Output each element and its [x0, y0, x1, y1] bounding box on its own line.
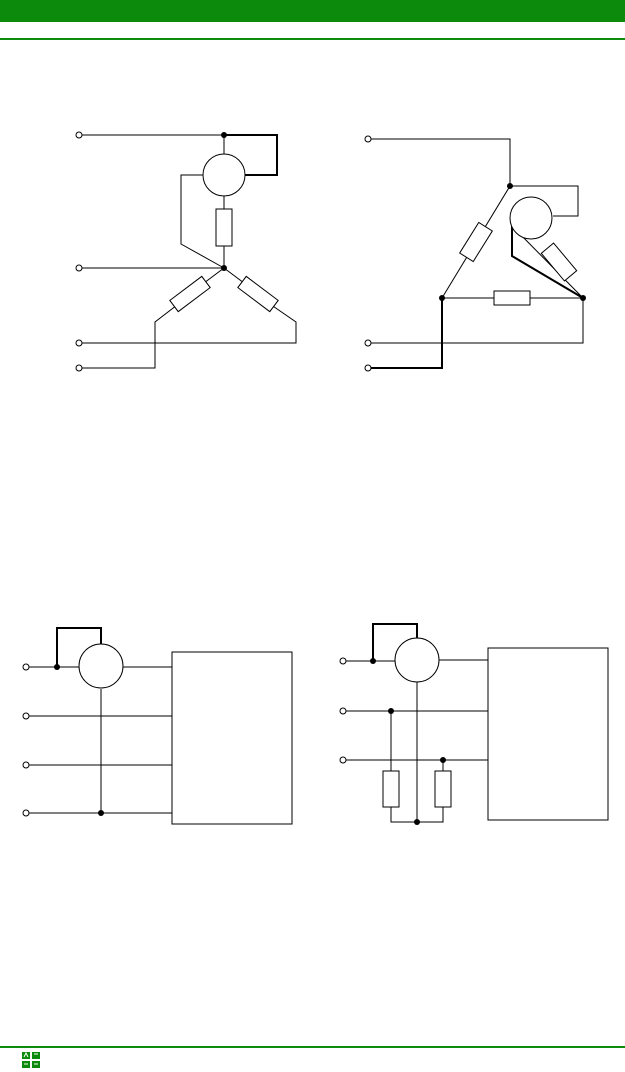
- terminal: [22, 712, 30, 720]
- resistor: [493, 290, 531, 306]
- junction-node: [439, 295, 445, 301]
- terminal: [75, 364, 83, 372]
- header-bar: [0, 0, 625, 22]
- terminal: [75, 131, 83, 139]
- terminal: [364, 364, 372, 372]
- junction-node: [54, 664, 60, 670]
- terminal: [364, 135, 372, 143]
- terminal: [339, 707, 347, 715]
- terminal: [339, 657, 347, 665]
- junction-node: [440, 757, 446, 763]
- load-block: [171, 651, 293, 825]
- resistor: [169, 275, 211, 313]
- delta-circuit: [364, 135, 586, 372]
- terminal: [75, 339, 83, 347]
- meter: [78, 643, 124, 689]
- terminal: [22, 761, 30, 769]
- resistor: [458, 221, 494, 263]
- junction-node: [580, 295, 586, 301]
- meter: [202, 153, 246, 197]
- meter: [394, 637, 440, 683]
- resistor: [215, 208, 233, 247]
- block-meter-circuit: [22, 627, 293, 825]
- star-circuit: [75, 131, 297, 372]
- meter: [509, 196, 553, 240]
- junction-node: [507, 183, 513, 189]
- junction-node: [414, 819, 420, 825]
- header-rule: [0, 38, 625, 40]
- terminal: [22, 809, 30, 817]
- resistor: [237, 275, 279, 313]
- junction-node: [370, 658, 376, 664]
- resistor: [540, 242, 578, 282]
- terminal: [339, 756, 347, 764]
- junction-node: [98, 810, 104, 816]
- university-logo-icon: [22, 1052, 40, 1068]
- footer-rule: [0, 1046, 625, 1048]
- junction-node: [221, 265, 227, 271]
- terminal: [22, 663, 30, 671]
- load-block: [487, 647, 609, 821]
- block-resistor-circuit: [339, 623, 609, 825]
- junction-node: [388, 708, 394, 714]
- terminal: [75, 264, 83, 272]
- resistor: [382, 770, 400, 808]
- resistor: [434, 770, 452, 808]
- junction-node: [221, 132, 227, 138]
- terminal: [364, 339, 372, 347]
